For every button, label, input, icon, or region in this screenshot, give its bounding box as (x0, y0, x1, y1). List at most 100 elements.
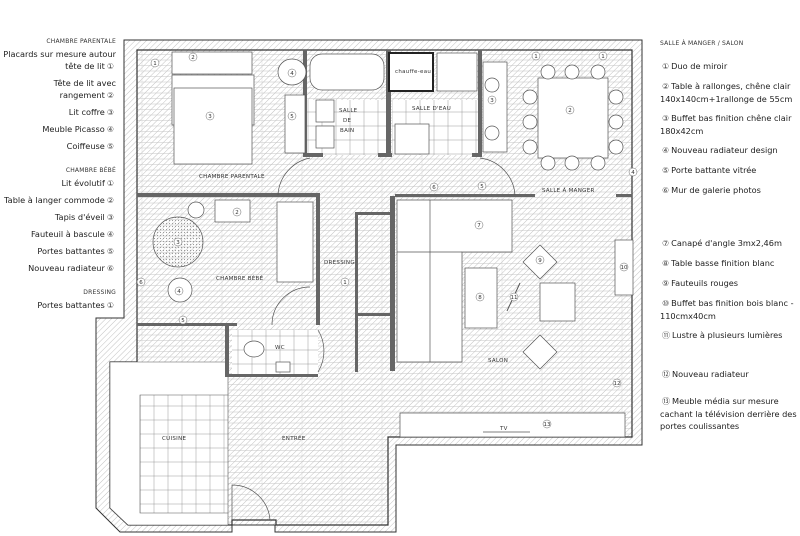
marker-circle (287, 68, 297, 78)
marker-number: 3 (208, 114, 212, 120)
legend-item-number: ④ (106, 125, 114, 134)
legend-item-text: Tête de lit avec rangement (53, 78, 116, 100)
legend-item-number: ⑥ (662, 186, 670, 195)
legend-item-text: Nouveau radiateur (672, 369, 749, 379)
legend-item-text: Lit coffre (68, 107, 105, 117)
marker-circle (628, 167, 638, 177)
crib (276, 201, 314, 283)
legend-item-number: ② (106, 196, 114, 205)
bathtub (309, 53, 385, 91)
legend-item-text: Table à langer commode (4, 195, 105, 205)
marker-circle (205, 111, 215, 121)
marker-number: 13 (544, 422, 551, 428)
legend-item-text: Lustre à plusieurs lumières (672, 330, 783, 340)
marker-number: 2 (235, 210, 239, 216)
marker-circle (173, 237, 183, 247)
marker-circle (565, 105, 575, 115)
marker-number: 5 (480, 184, 484, 190)
marker-circle (287, 111, 297, 121)
room-labels: CHAMBRE PARENTALE SALLE DE BAIN SALLE D'… (162, 69, 594, 442)
label-chambre-parentale: CHAMBRE PARENTALE (199, 174, 265, 180)
label-tv: TV (499, 426, 508, 432)
label-salle-d-eau: SALLE D'EAU (412, 106, 451, 112)
legend-item-text: Nouveau radiateur design (671, 145, 778, 155)
marker-circle (619, 262, 629, 272)
legend-item-number: ⑤ (106, 247, 114, 256)
legend-item-number: ⑤ (662, 166, 670, 175)
legend-item-text: Buffet bas finition bois blanc - 110cmx4… (660, 298, 794, 321)
marker-number: 3 (176, 240, 180, 246)
changing-table (214, 199, 251, 223)
marker-number: 1 (343, 280, 347, 286)
marker-number: 1 (534, 54, 538, 60)
legend-item-number: ⑤ (106, 142, 114, 151)
marker-number: 11 (511, 295, 518, 301)
marker-number: 10 (621, 265, 628, 271)
marker-number: 8 (478, 295, 482, 301)
marker-circle (174, 286, 184, 296)
legend-item-number: ⑨ (662, 279, 670, 288)
marker-circle (340, 277, 350, 287)
marker-circle (535, 255, 545, 265)
label-entree: ENTRÉE (282, 434, 306, 442)
marker-number: 4 (177, 289, 181, 295)
legend-section-title: CHAMBRE BÉBÉ (65, 167, 116, 174)
legend-item-number: ① (662, 62, 670, 71)
marker-circle (475, 292, 485, 302)
legend-item-text: Tapis d'éveil (54, 212, 105, 222)
marker-circle (612, 378, 622, 388)
headboard (171, 51, 253, 75)
legend-item-text: Table basse finition blanc (671, 258, 775, 268)
furniture (152, 51, 634, 521)
legend-item-text: Fauteuil à bascule (30, 229, 105, 239)
marker-number: 2 (568, 108, 572, 114)
marker-circle (150, 58, 160, 68)
marker-number: 5 (181, 318, 185, 324)
water-heater (388, 52, 434, 92)
marker-circle (598, 51, 608, 61)
dining-table (537, 77, 609, 159)
label-cuisine: CUISINE (162, 436, 187, 442)
label-dressing: DRESSING (324, 260, 355, 266)
legend-item-number: ⑫ (662, 370, 670, 379)
legend-item-text: Lit évolutif (61, 178, 105, 188)
marker-circle (477, 181, 487, 191)
marker-circle (178, 315, 188, 325)
media-unit (399, 412, 626, 438)
marker-number: 1 (153, 61, 157, 67)
label-chauffe-eau: chauffe-eau (395, 69, 431, 75)
legend-item-number: ③ (106, 213, 114, 222)
marker-number: 3 (490, 98, 494, 104)
legend-item-text: Meuble média sur mesure cachant la télév… (660, 396, 797, 431)
marker-number: 1 (601, 54, 605, 60)
label-salle-de-bain-2: DE (343, 118, 352, 124)
marker-circle (188, 52, 198, 62)
kitchen-tiles (140, 395, 228, 513)
marker-number: 4 (290, 71, 294, 77)
marker-circle (474, 220, 484, 230)
legend-item-number: ② (662, 82, 670, 91)
legend-item-number: ④ (662, 146, 670, 155)
label-wc: WC (275, 345, 285, 351)
legend-item-text: Duo de miroir (671, 61, 728, 71)
legend-item-text: Canapé d'angle 3mx2,46m (671, 238, 782, 248)
legend-section-title: CHAMBRE PARENTALE (46, 38, 116, 45)
marker-circle (136, 277, 146, 287)
marker-number: 9 (538, 258, 542, 264)
legend-item-text: Meuble Picasso (42, 124, 105, 134)
kitchen-counter (109, 361, 229, 526)
